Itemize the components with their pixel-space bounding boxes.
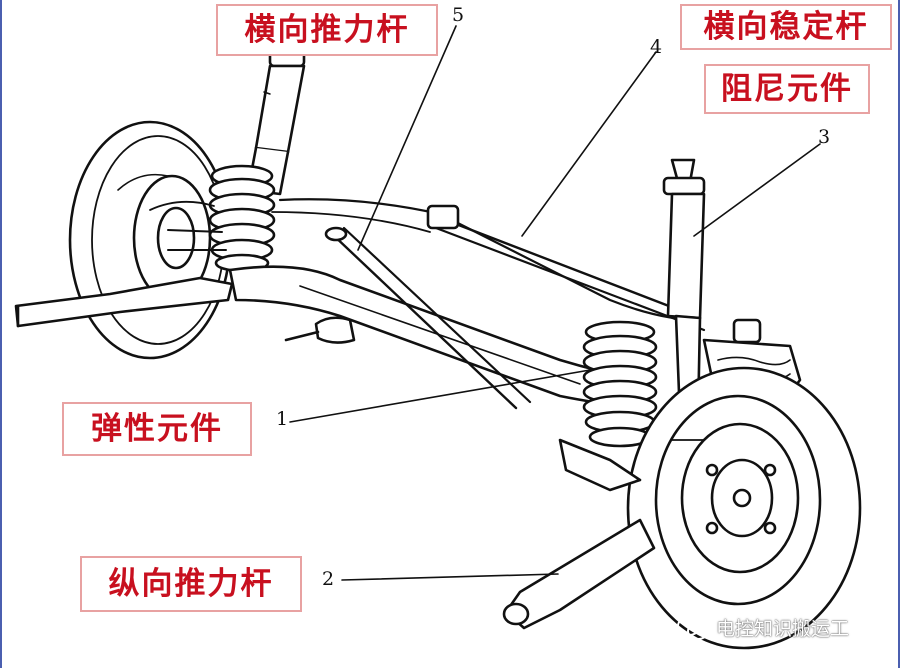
left-wheel (68, 120, 232, 360)
callout-number-1: 1 (276, 408, 289, 430)
callout-number-5: 5 (452, 4, 465, 26)
callout-number-2: 2 (322, 568, 335, 590)
right-coil-spring (582, 320, 658, 448)
left-coil-spring (208, 164, 276, 273)
callout-leaders (289, 25, 821, 581)
label-longitudinal-thrust-rod: 纵向推力杆 (80, 556, 302, 612)
callout-number-3: 3 (818, 126, 831, 148)
stabilizer-bar (426, 204, 762, 344)
wechat-icon (677, 615, 709, 640)
longitudinal-thrust-rod (502, 518, 656, 630)
label-lateral-thrust-rod: 横向推力杆 (216, 4, 438, 56)
right-wheel (626, 366, 862, 650)
lateral-thrust-rod (324, 226, 532, 410)
label-elastic-element: 弹性元件 (62, 402, 252, 456)
watermark-text: 电控知识搬运工 (716, 618, 850, 640)
label-damper: 阻尼元件 (704, 64, 870, 114)
callout-number-4: 4 (650, 36, 663, 58)
watermark: 电控知识搬运工 (676, 614, 849, 641)
label-stabilizer-bar: 横向稳定杆 (680, 4, 892, 50)
